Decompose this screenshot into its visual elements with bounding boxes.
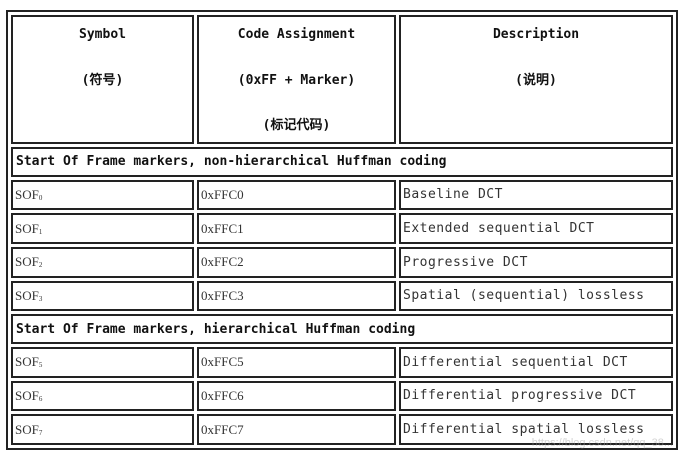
code-cell: 0xFFC7 (197, 414, 396, 445)
symbol-cell: SOF7 (11, 414, 194, 445)
symbol-cell: SOF1 (11, 213, 194, 244)
table-row: SOF3 0xFFC3 Spatial (sequential) lossles… (11, 280, 673, 312)
code-cell: 0xFFC5 (197, 346, 396, 378)
description-cell: Progressive DCT (399, 246, 673, 278)
table-row: SOF2 0xFFC2 Progressive DCT (11, 246, 673, 278)
header-symbol-title: Symbol (79, 27, 126, 42)
description-cell: Differential spatial lossless (399, 414, 673, 445)
header-code-cn: (标记代码) (262, 118, 331, 134)
section-row-non-hierarchical: Start Of Frame markers, non-hierarchical… (11, 147, 673, 177)
table-header-row: Symbol (符号) Code Assignment (0xFF + Mark… (11, 15, 673, 144)
description-cell: Extended sequential DCT (399, 213, 673, 244)
symbol-cell: SOF0 (11, 179, 194, 211)
section-title: Start Of Frame markers, hierarchical Huf… (11, 314, 673, 344)
header-symbol-cn: (符号) (81, 72, 124, 88)
symbol-cell: SOF5 (11, 346, 194, 378)
section-row-hierarchical: Start Of Frame markers, hierarchical Huf… (11, 314, 673, 344)
symbol-cell: SOF6 (11, 380, 194, 412)
table-row: SOF0 0xFFC0 Baseline DCT (11, 179, 673, 211)
code-cell: 0xFFC2 (197, 246, 396, 278)
header-description: Description (说明) (399, 15, 673, 144)
code-cell: 0xFFC1 (197, 213, 396, 244)
description-cell: Baseline DCT (399, 179, 673, 211)
sof-marker-table: Symbol (符号) Code Assignment (0xFF + Mark… (8, 12, 676, 448)
marker-table-container: Symbol (符号) Code Assignment (0xFF + Mark… (6, 10, 678, 450)
table-row: SOF5 0xFFC5 Differential sequential DCT (11, 346, 673, 378)
header-code-sub: (0xFF + Marker) (237, 72, 356, 88)
table-row: SOF6 0xFFC6 Differential progressive DCT (11, 380, 673, 412)
description-cell: Differential progressive DCT (399, 380, 673, 412)
header-code-title: Code Assignment (237, 27, 356, 42)
table-row: SOF1 0xFFC1 Extended sequential DCT (11, 213, 673, 244)
symbol-cell: SOF2 (11, 246, 194, 278)
code-cell: 0xFFC6 (197, 380, 396, 412)
description-cell: Differential sequential DCT (399, 346, 673, 378)
table-row: SOF7 0xFFC7 Differential spatial lossles… (11, 414, 673, 445)
symbol-cell: SOF3 (11, 280, 194, 312)
code-cell: 0xFFC3 (197, 280, 396, 312)
header-symbol: Symbol (符号) (11, 15, 194, 144)
section-title: Start Of Frame markers, non-hierarchical… (11, 147, 673, 177)
header-description-title: Description (492, 27, 580, 42)
header-code: Code Assignment (0xFF + Marker) (标记代码) (197, 15, 396, 144)
description-cell: Spatial (sequential) lossless (399, 280, 673, 312)
header-description-cn: (说明) (515, 72, 557, 88)
code-cell: 0xFFC0 (197, 179, 396, 211)
